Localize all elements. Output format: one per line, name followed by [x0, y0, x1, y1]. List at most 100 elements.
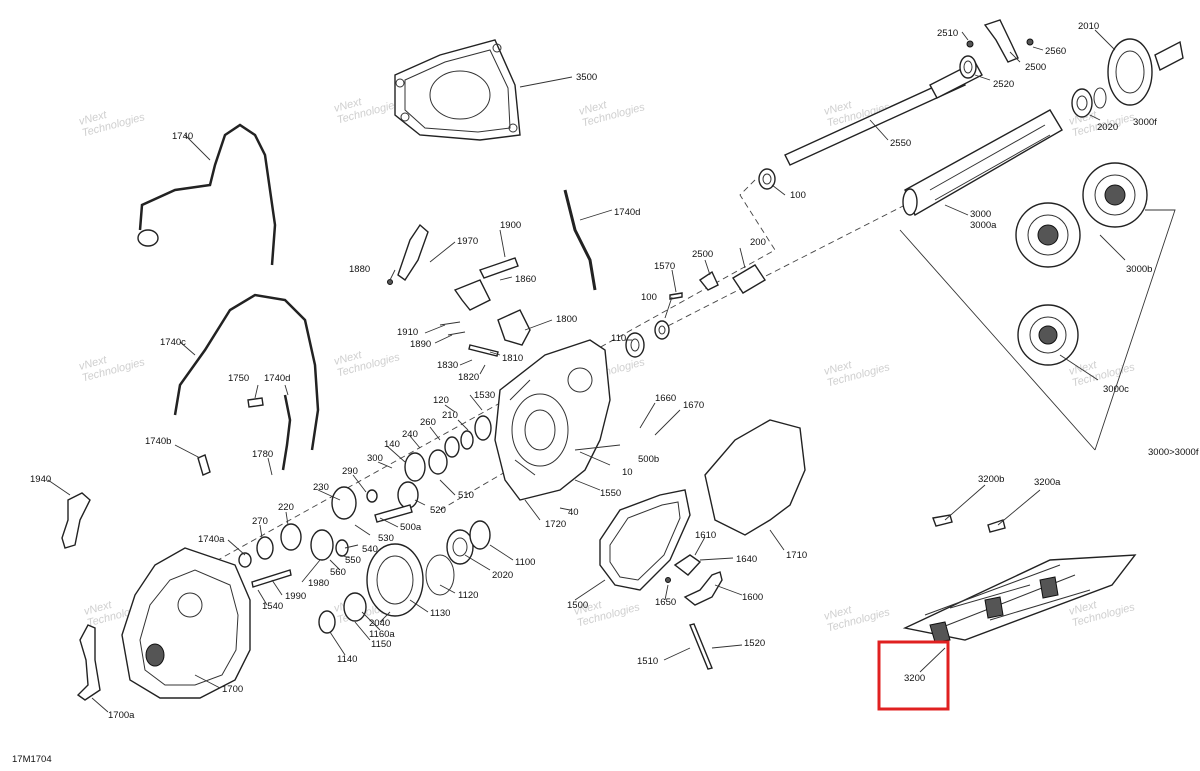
part-label[interactable]: 1860 [515, 274, 536, 285]
part-label[interactable]: 1810 [502, 353, 523, 364]
highlight-box-3200 [877, 640, 950, 711]
part-label[interactable]: 2020 [492, 570, 513, 581]
part-label[interactable]: 2040 [369, 618, 390, 629]
part-label[interactable]: 230 [313, 482, 329, 493]
part-label[interactable]: 270 [252, 516, 268, 527]
part-label[interactable]: 3000a [970, 220, 997, 231]
part-label[interactable]: 3000f [1133, 117, 1157, 128]
part-label[interactable]: 3200 [904, 673, 925, 684]
part-label[interactable]: 1740 [172, 131, 193, 142]
part-label[interactable]: 1610 [695, 530, 716, 541]
bearing-2520 [959, 55, 977, 79]
part-label[interactable]: 560 [330, 567, 346, 578]
part-label[interactable]: 2010 [1078, 21, 1099, 32]
part-label[interactable]: 500a [400, 522, 422, 533]
part-label[interactable]: 1550 [600, 488, 621, 499]
part-label[interactable]: 1750 [228, 373, 249, 384]
part-label[interactable]: 1700a [108, 710, 135, 721]
part-label[interactable]: 1120 [458, 590, 478, 601]
part-label[interactable]: 1530 [474, 390, 495, 401]
part-label[interactable]: 3500 [576, 72, 597, 83]
part-label[interactable]: 1970 [457, 236, 478, 247]
part-label[interactable]: 520 [430, 505, 446, 516]
part-label[interactable]: 1740d [614, 207, 640, 218]
part-label[interactable]: 1150 [371, 639, 391, 650]
part-label[interactable]: 1670 [683, 400, 704, 411]
part-label[interactable]: 1830 [437, 360, 458, 371]
part-label[interactable]: 510 [458, 490, 474, 501]
part-label[interactable]: 140 [384, 439, 400, 450]
part-label[interactable]: 3200b [978, 474, 1004, 485]
part-label[interactable]: 1740d [264, 373, 290, 384]
gasket-3500 [394, 39, 521, 141]
part-label[interactable]: 1710 [786, 550, 807, 561]
part-label[interactable]: 1910 [397, 327, 418, 338]
part-label[interactable]: 540 [362, 544, 378, 555]
part-label[interactable]: 1140 [337, 654, 357, 665]
hose-1740d-lower [281, 394, 292, 471]
part-label[interactable]: 1700 [222, 684, 243, 695]
part-label[interactable]: 1660 [655, 393, 676, 404]
part-label[interactable]: 1900 [500, 220, 521, 231]
part-label[interactable]: 1820 [458, 372, 479, 383]
bearing-100-top [758, 168, 776, 190]
part-label[interactable]: 1940 [30, 474, 51, 485]
part-label[interactable]: 1720 [545, 519, 566, 530]
part-label[interactable]: 1640 [736, 554, 757, 565]
part-label[interactable]: 100 [641, 292, 657, 303]
part-label[interactable]: 220 [278, 502, 294, 513]
part-label[interactable]: 3200a [1034, 477, 1061, 488]
part-label[interactable]: 1540 [262, 601, 283, 612]
hose-1740 [138, 123, 277, 266]
part-label[interactable]: 100 [790, 190, 806, 201]
part-label[interactable]: 1500 [567, 600, 588, 611]
part-label[interactable]: 2500 [1025, 62, 1046, 73]
part-label[interactable]: 110 [611, 333, 626, 344]
part-label[interactable]: 1780 [252, 449, 273, 460]
part-label[interactable]: 2560 [1045, 46, 1066, 57]
part-label[interactable]: 290 [342, 466, 358, 477]
part-label[interactable]: 200 [750, 237, 766, 248]
part-label[interactable]: 500b [638, 454, 659, 465]
part-label[interactable]: 550 [345, 555, 361, 566]
part-label[interactable]: 1510 [637, 656, 658, 667]
part-label[interactable]: 1600 [742, 592, 763, 603]
part-label[interactable]: 1990 [285, 591, 306, 602]
part-label[interactable]: 1160a [369, 629, 395, 640]
part-label[interactable]: 240 [402, 429, 418, 440]
part-labels: 3500 2510 2010 2560 2500 2520 2020 3000f… [30, 21, 1199, 721]
part-label[interactable]: 40 [568, 507, 579, 518]
part-label[interactable]: 120 [433, 395, 449, 406]
part-label[interactable]: 2020 [1097, 122, 1118, 133]
part-label[interactable]: 1740a [198, 534, 225, 545]
part-label[interactable]: 1890 [410, 339, 431, 350]
part-label[interactable]: 2550 [890, 138, 911, 149]
shift-fork-1860 [439, 279, 491, 336]
part-label[interactable]: 1130 [430, 608, 450, 619]
hose-1740d-upper [563, 189, 597, 291]
part-label[interactable]: 10 [622, 467, 633, 478]
part-label[interactable]: 1880 [349, 264, 370, 275]
part-label[interactable]: 1800 [556, 314, 577, 325]
part-label[interactable]: 300 [367, 453, 383, 464]
part-label[interactable]: 1980 [308, 578, 329, 589]
part-label[interactable]: 2500 [692, 249, 713, 260]
part-label[interactable]: 1520 [744, 638, 765, 649]
needle-bearing-200 [732, 264, 766, 294]
part-label[interactable]: 3000 [970, 209, 991, 220]
part-label[interactable]: 210 [442, 410, 458, 421]
part-label[interactable]: 1650 [655, 597, 676, 608]
part-label[interactable]: 3000c [1103, 384, 1129, 395]
part-label[interactable]: 1740c [160, 337, 186, 348]
large-gear-1130 [318, 543, 424, 634]
part-label[interactable]: 1740b [145, 436, 171, 447]
part-label[interactable]: 530 [378, 533, 394, 544]
part-label[interactable]: 2520 [993, 79, 1014, 90]
part-label[interactable]: 3000b [1126, 264, 1152, 275]
pin-1520 [689, 623, 713, 670]
part-label[interactable]: 3000>3000f [1148, 447, 1199, 458]
part-label[interactable]: 1570 [654, 261, 675, 272]
part-label[interactable]: 1100 [515, 557, 535, 568]
part-label[interactable]: 2510 [937, 28, 958, 39]
part-label[interactable]: 260 [420, 417, 436, 428]
